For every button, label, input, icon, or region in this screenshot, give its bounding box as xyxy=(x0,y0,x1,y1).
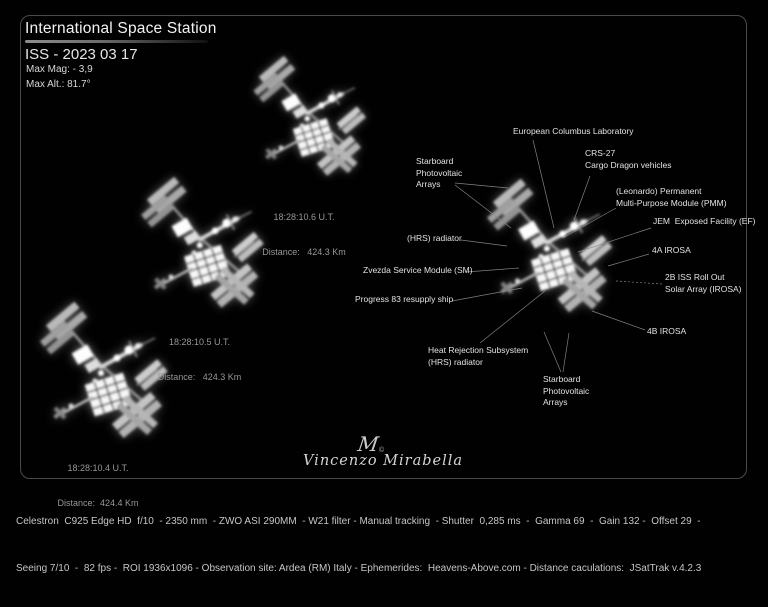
frame-1-distance: Distance: 424.3 Km xyxy=(262,246,346,257)
label-heat-rejection-subsystem: Heat Rejection Subsystem (HRS) radiator xyxy=(428,345,529,367)
frame-2-time: 18:28:10.5 U.T. xyxy=(168,337,231,347)
technical-caption: Celestron C925 Edge HD f/10 - 2350 mm - … xyxy=(16,483,756,607)
poster-border xyxy=(20,15,747,479)
frame-3-time: 18:28:10.4 U.T. xyxy=(67,463,129,473)
label-starboard-photovoltaic-arrays-bottom: Starboard Photovoltaic Arrays xyxy=(543,374,590,407)
label-zvezda-service-module: Zvezda Service Module (SM) xyxy=(363,265,473,275)
frame-1-caption: 18:28:10.6 U.T. Distance: 424.3 Km xyxy=(258,189,350,281)
title-divider xyxy=(25,40,208,43)
frame-1-time: 18:28:10.6 U.T. xyxy=(273,212,335,222)
frame-2-distance: Distance: 424.3 Km xyxy=(157,371,242,382)
label-4a-irosa: 4A IROSA xyxy=(652,245,691,255)
frame-3-caption: 18:28:10.4 U.T. Distance: 424.4 Km xyxy=(52,440,144,532)
page-title: International Space Station xyxy=(25,20,217,37)
iss-photo-scene xyxy=(0,0,663,541)
label-crs27-cargo-dragon: CRS-27 Cargo Dragon vehicles xyxy=(585,148,672,170)
label-hrs-radiator: (HRS) radiator xyxy=(407,233,462,243)
technical-caption-line-1: Celestron C925 Edge HD f/10 - 2350 mm - … xyxy=(16,516,701,527)
label-progress-83: Progress 83 resupply ship xyxy=(355,294,454,304)
copyright-mark: © xyxy=(379,447,385,454)
label-4b-irosa: 4B IROSA xyxy=(647,326,687,336)
label-leonardo-pmm: (Leonardo) Permanent Multi-Purpose Modul… xyxy=(616,186,727,208)
technical-caption-line-2: Seeing 7/10 - 82 fps - ROI 1936x1096 - O… xyxy=(16,562,702,574)
poster: International Space Station ISS - 2023 0… xyxy=(0,0,756,574)
label-starboard-photovoltaic-arrays-top: Starboard Photovoltaic Arrays xyxy=(416,156,463,189)
label-2b-iss-rollout-array: 2B ISS Roll Out Solar Array (IROSA) xyxy=(665,272,742,294)
max-magnitude: Max Mag: - 3,9 xyxy=(26,64,93,75)
frame-3-distance: Distance: 424.4 Km xyxy=(57,497,139,508)
observation-date: ISS - 2023 03 17 xyxy=(25,46,138,63)
annotation-leader-lines xyxy=(451,139,663,373)
frame-2-caption: 18:28:10.5 U.T. Distance: 424.3 Km xyxy=(152,314,247,406)
label-european-columbus-laboratory: European Columbus Laboratory xyxy=(513,126,634,136)
max-altitude: Max Alt.: 81.7° xyxy=(26,79,91,90)
author-signature: Vincenzo Mirabella xyxy=(302,453,464,469)
label-jem-exposed-facility: JEM Exposed Facility (EF) xyxy=(653,216,756,226)
